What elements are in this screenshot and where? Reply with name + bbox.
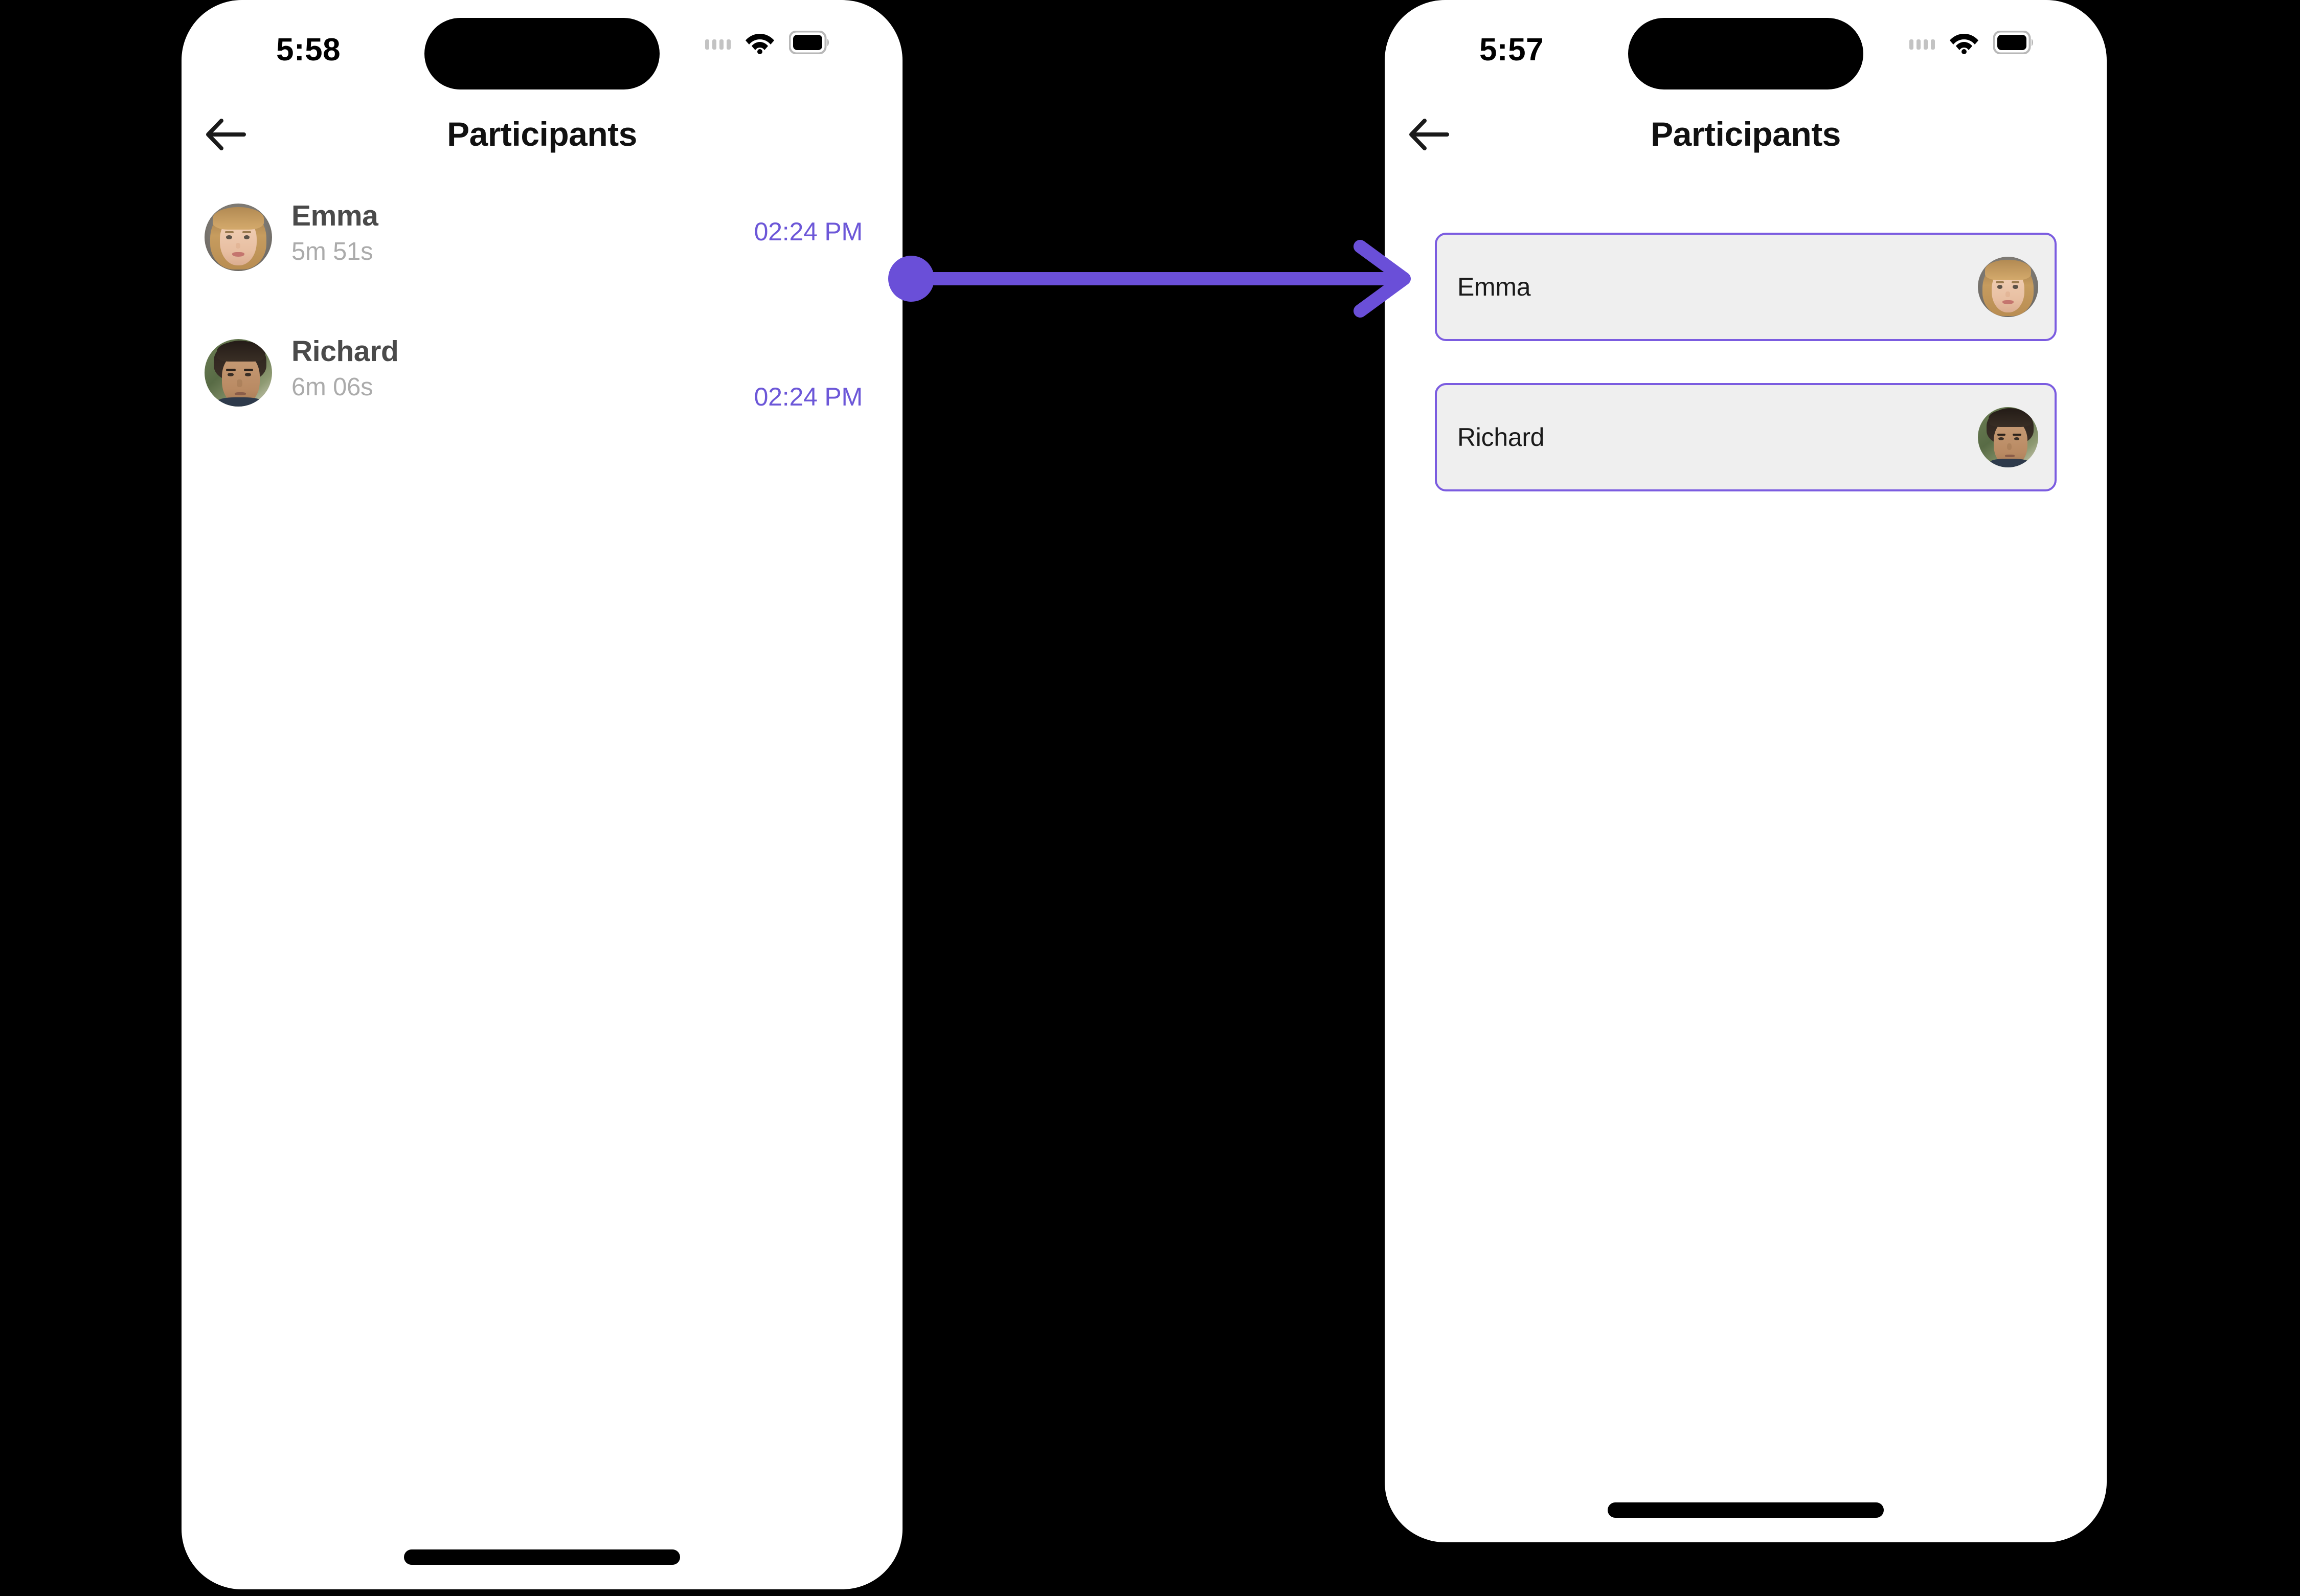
back-arrow-icon bbox=[203, 116, 249, 156]
status-bar-after: 5:57 bbox=[1385, 0, 2107, 102]
participant-duration: 5m 51s bbox=[291, 238, 373, 266]
battery-icon bbox=[788, 30, 831, 57]
participant-row[interactable]: Richard 6m 06s 02:24 PM bbox=[182, 330, 903, 417]
transition-annotation bbox=[869, 225, 1432, 332]
avatar-richard bbox=[205, 339, 272, 407]
avatar-emma bbox=[205, 204, 272, 271]
participant-name: Richard bbox=[1457, 423, 1545, 452]
page-title: Participants bbox=[1651, 115, 1841, 153]
nav-bar-before: Participants bbox=[182, 100, 903, 167]
dynamic-island bbox=[1628, 18, 1863, 89]
battery-icon bbox=[1993, 30, 2035, 57]
phone-screen-before: 5:58 bbox=[182, 0, 903, 1589]
back-button[interactable] bbox=[1401, 113, 1457, 159]
participant-text-block: Richard 6m 06s bbox=[291, 334, 399, 403]
participant-timestamp: 02:24 PM bbox=[754, 217, 863, 246]
status-bar-time: 5:58 bbox=[276, 32, 341, 68]
back-button[interactable] bbox=[198, 113, 254, 159]
right-arrow-annotation-icon bbox=[888, 240, 1411, 318]
participant-text-block: Emma 5m 51s bbox=[291, 198, 378, 268]
participant-duration: 6m 06s bbox=[291, 373, 373, 401]
avatar-emma bbox=[1978, 257, 2038, 317]
wifi-icon bbox=[744, 31, 776, 57]
participant-card[interactable]: Emma bbox=[1435, 233, 2057, 341]
participant-name: Richard bbox=[291, 335, 399, 368]
home-indicator bbox=[1608, 1502, 1884, 1518]
status-bar-before: 5:58 bbox=[182, 0, 903, 102]
participants-list-after: Emma Richard bbox=[1385, 233, 2107, 533]
participant-card[interactable]: Richard bbox=[1435, 383, 2057, 491]
nav-bar-after: Participants bbox=[1385, 100, 2107, 167]
participant-name: Emma bbox=[1457, 273, 1531, 301]
avatar-richard bbox=[1978, 407, 2038, 467]
participant-timestamp: 02:24 PM bbox=[754, 383, 863, 411]
status-bar-time: 5:57 bbox=[1479, 32, 1544, 68]
cellular-dots-icon bbox=[705, 38, 731, 50]
page-title: Participants bbox=[447, 115, 637, 153]
status-bar-indicators bbox=[1909, 30, 2035, 57]
participant-name: Emma bbox=[291, 199, 378, 232]
cellular-dots-icon bbox=[1909, 38, 1935, 50]
wifi-icon bbox=[1948, 31, 1980, 57]
home-indicator bbox=[404, 1549, 680, 1565]
status-bar-indicators bbox=[705, 30, 831, 57]
phone-screen-after: 5:57 bbox=[1385, 0, 2107, 1542]
participant-row[interactable]: Emma 5m 51s 02:24 PM bbox=[182, 194, 903, 281]
dynamic-island bbox=[424, 18, 660, 89]
back-arrow-icon bbox=[1406, 116, 1452, 156]
participants-list-before: Emma 5m 51s 02:24 PM R bbox=[182, 194, 903, 465]
